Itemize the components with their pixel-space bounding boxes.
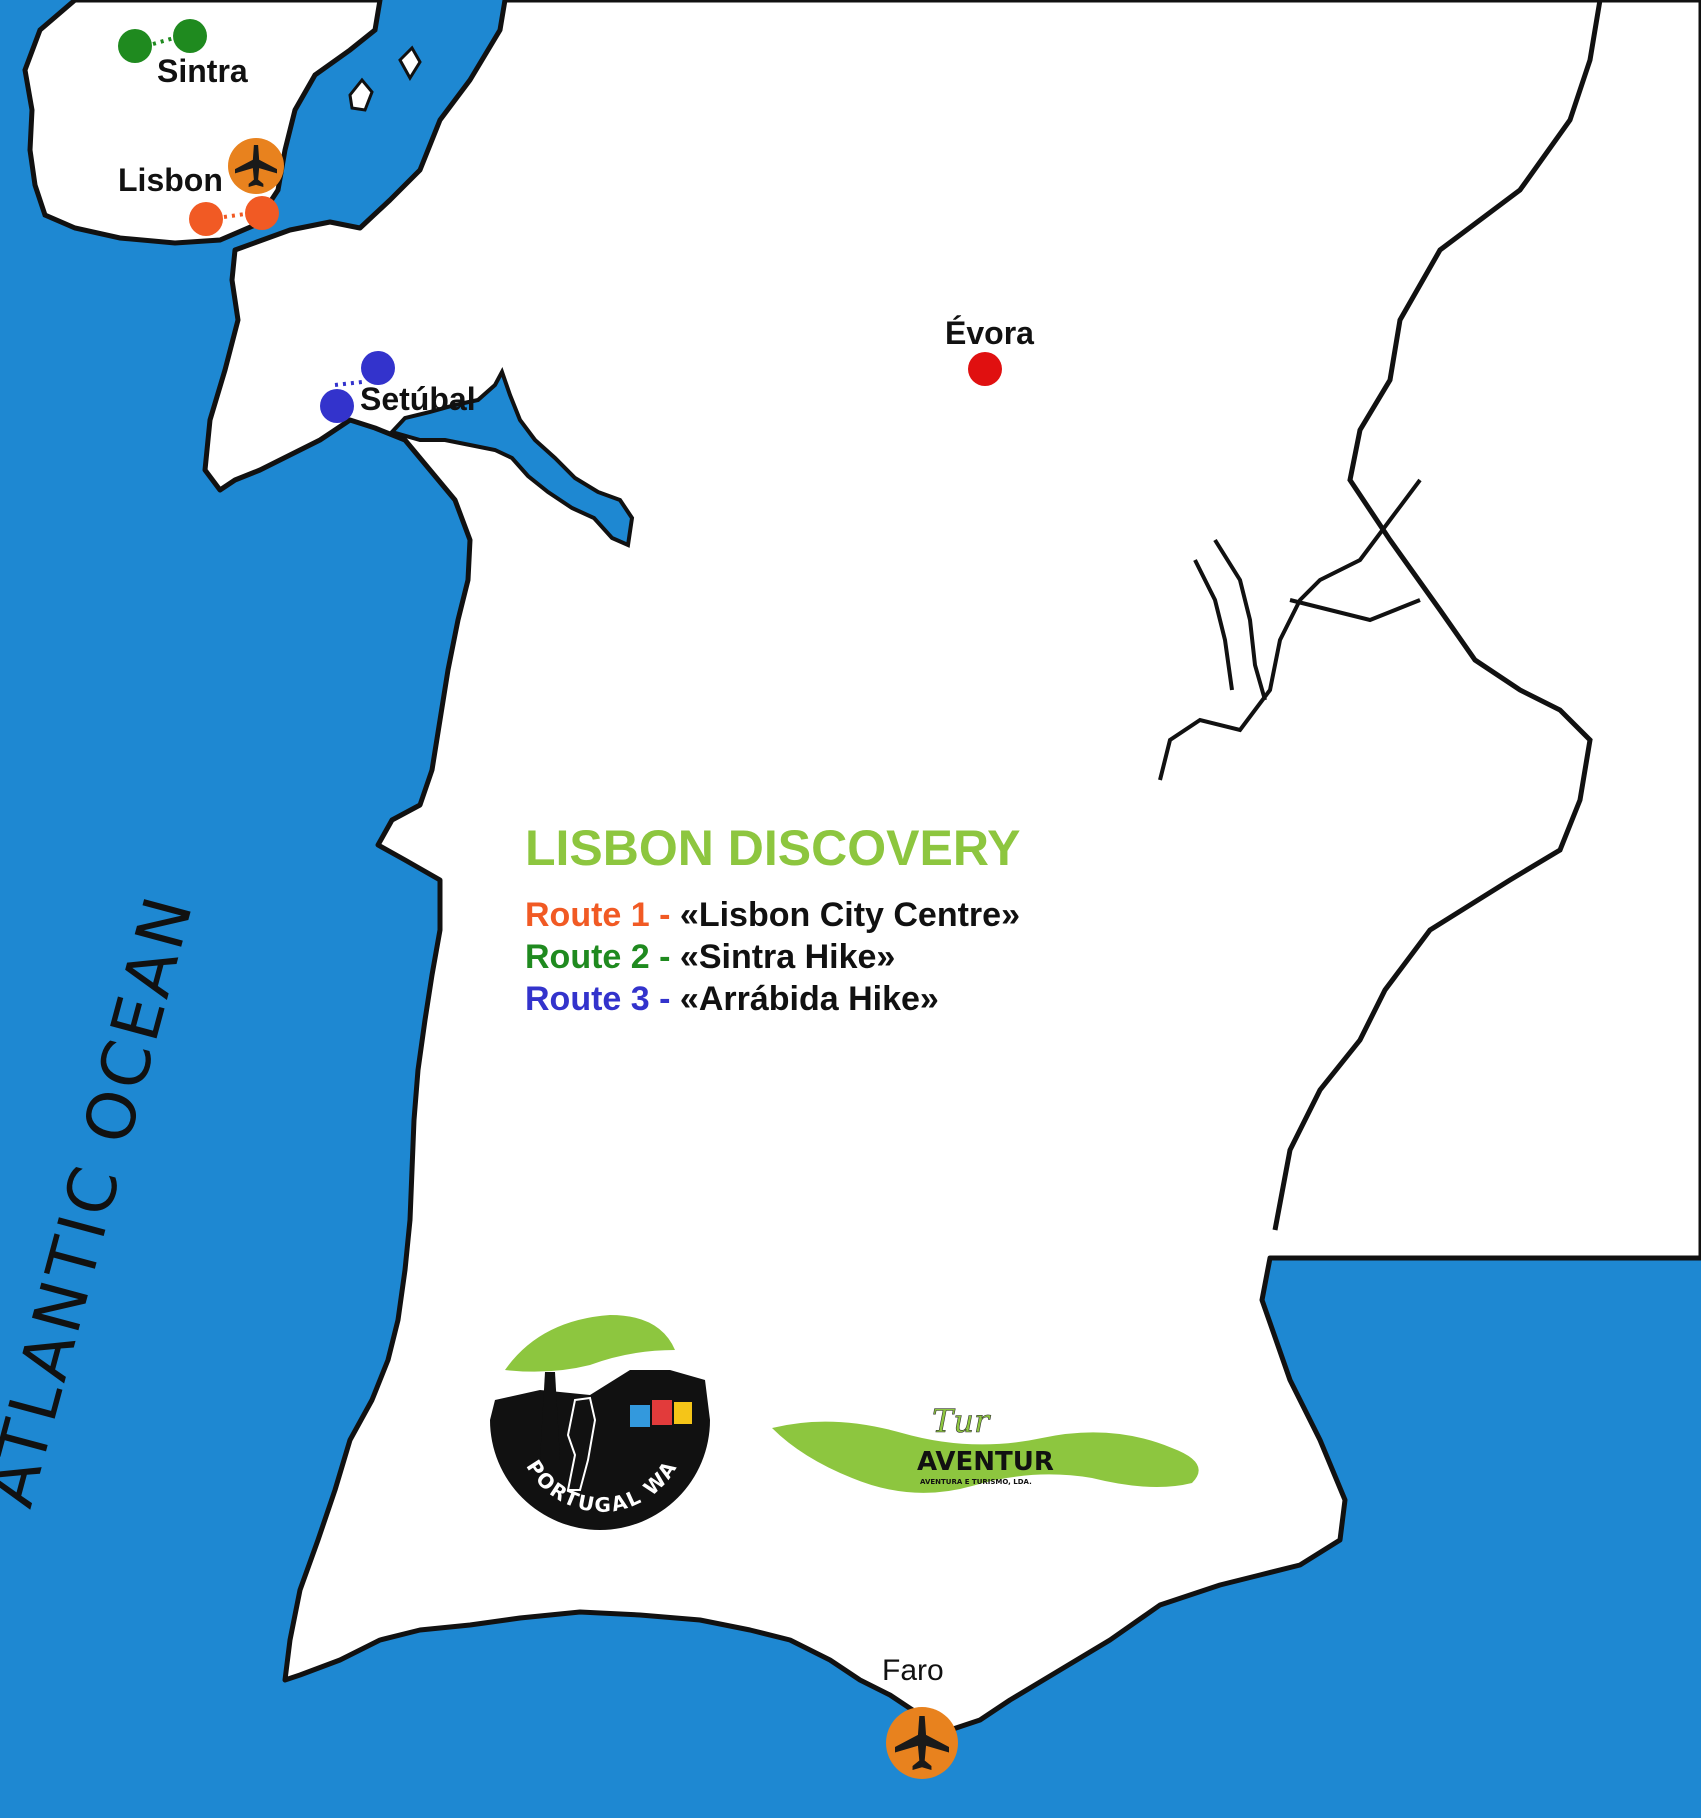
mainland xyxy=(202,0,1701,1733)
route-1-label: Route 1 - xyxy=(525,896,671,934)
tur-aventur-logo: Tur AVENTUR AVENTURA E TURISMO, LDA. xyxy=(772,1408,1199,1493)
route-3-label: Route 3 - xyxy=(525,980,671,1018)
river xyxy=(1193,559,1234,691)
route1-marker[interactable] xyxy=(189,202,223,236)
tur-aventur-script: Tur xyxy=(932,1408,991,1440)
tur-aventur-tagline: AVENTURA E TURISMO, LDA. xyxy=(920,1478,1032,1486)
route-3-name: «Arrábida Hike» xyxy=(679,980,939,1018)
route1-path xyxy=(223,212,246,219)
route2-path xyxy=(152,36,175,46)
sado-estuary xyxy=(388,367,635,548)
route-1-name: «Lisbon City Centre» xyxy=(679,896,1020,934)
river xyxy=(1158,478,1422,781)
route-2-name: «Sintra Hike» xyxy=(679,938,896,976)
place-label-faro: Faro xyxy=(882,1654,944,1687)
legend-route-2[interactable]: Route 2 - «Sintra Hike» xyxy=(525,936,1020,978)
river xyxy=(1289,598,1421,623)
portugal-walking-logo: PORTUGAL WALKING xyxy=(480,1310,710,1530)
border-line xyxy=(1272,0,1603,1231)
place-label-lisbon: Lisbon xyxy=(118,162,223,198)
place-label-evora: Évora xyxy=(945,315,1034,351)
legend-title: LISBON DISCOVERY xyxy=(525,820,1021,876)
tagus-island xyxy=(348,77,374,112)
legend-route-3[interactable]: Route 3 - «Arrábida Hike» xyxy=(525,978,1020,1020)
tur-aventur-main: AVENTUR xyxy=(917,1447,1054,1477)
airplane-icon[interactable] xyxy=(228,138,284,194)
tagus-island xyxy=(398,45,422,81)
route2-marker[interactable] xyxy=(173,19,207,53)
route1-marker[interactable] xyxy=(245,196,279,230)
route-legend: LISBON DISCOVERY Route 1 - «Lisbon City … xyxy=(525,818,1020,1020)
river xyxy=(1213,538,1267,701)
route3-marker[interactable] xyxy=(320,389,354,423)
route3-path xyxy=(334,380,363,387)
place-label-sintra: Sintra xyxy=(157,53,248,89)
lisbon-peninsula xyxy=(22,0,383,246)
place-label-setubal: Setúbal xyxy=(360,381,476,417)
evora-marker[interactable] xyxy=(968,352,1002,386)
route2-marker[interactable] xyxy=(118,29,152,63)
airplane-icon[interactable] xyxy=(886,1707,958,1779)
route-2-label: Route 2 - xyxy=(525,938,671,976)
route3-marker[interactable] xyxy=(361,351,395,385)
legend-route-1[interactable]: Route 1 - «Lisbon City Centre» xyxy=(525,894,1020,936)
